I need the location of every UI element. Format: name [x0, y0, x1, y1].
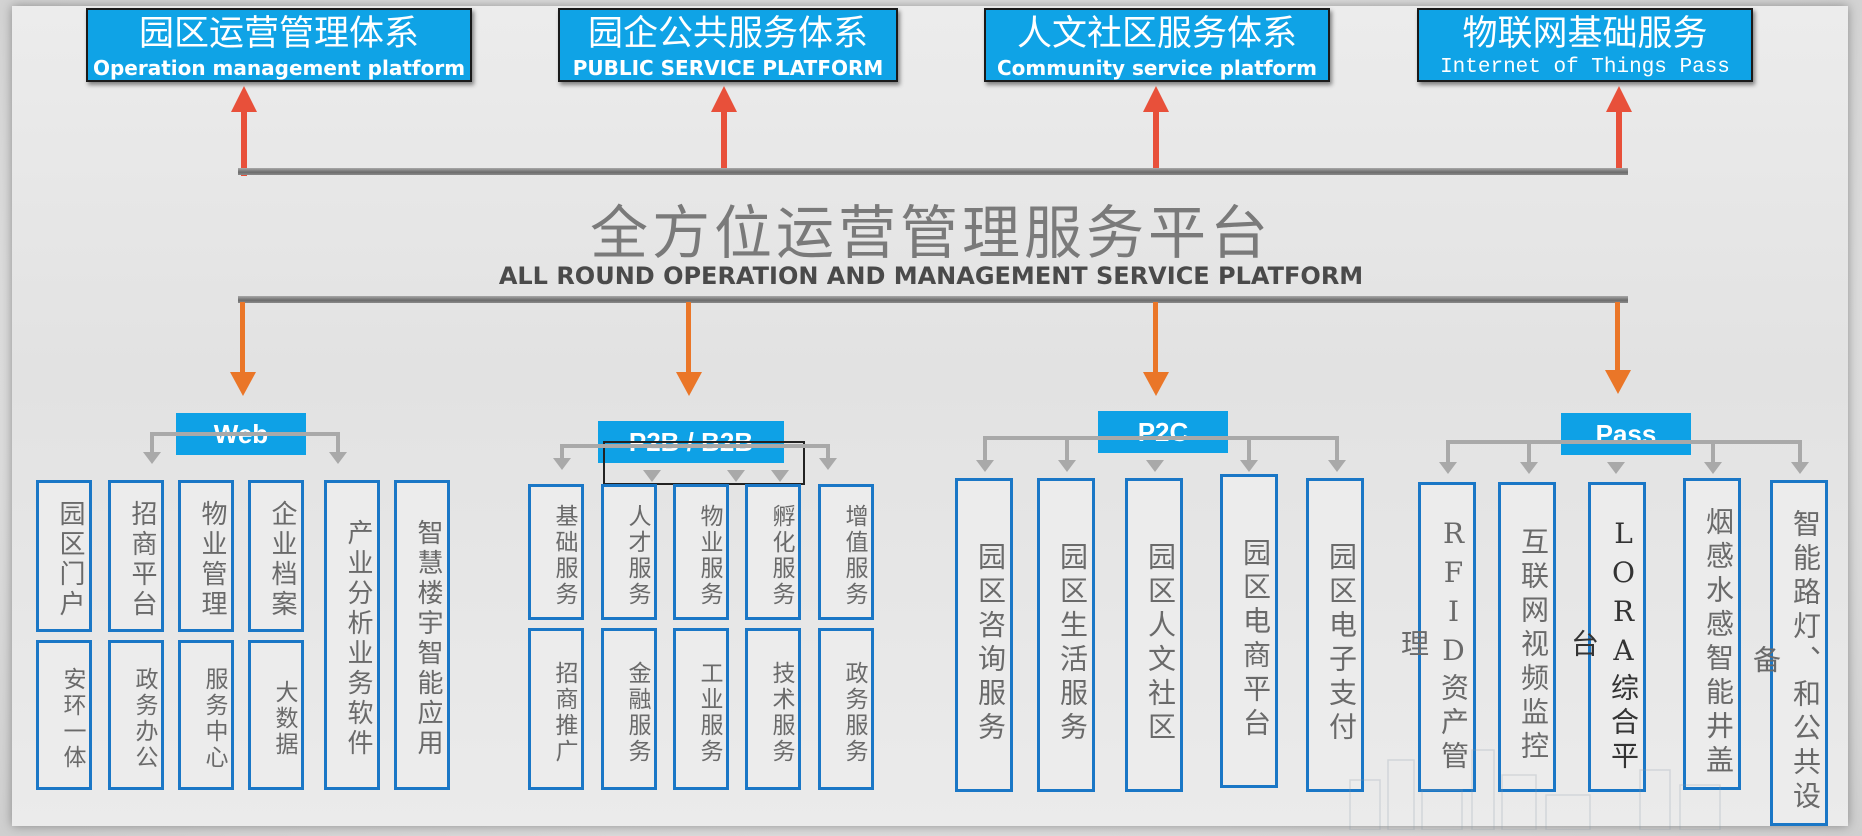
category-pass-label: Pass [1561, 413, 1691, 455]
web-item-bottom: 大数据 [248, 640, 304, 790]
web-item-top: 园区门户 [36, 480, 92, 632]
p2b-item-top: 增值服务 [818, 484, 874, 620]
bracket-pass [1446, 440, 1802, 444]
pass-item: 智能路灯、和公共设备 [1749, 480, 1828, 826]
platform-title: 全方位运营管理服务平台 [589, 199, 1272, 267]
p2b-item-top: 物业服务 [673, 484, 729, 620]
category-p2c-label: P2C [1098, 411, 1228, 453]
up-arrow-head [1143, 86, 1169, 112]
web-item-full: 产业分析业务软件 [324, 480, 380, 790]
top-system-cn: 物联网基础服务 [1462, 14, 1708, 54]
up-arrow-head [231, 86, 257, 112]
top-system-cn: 园企公共服务体系 [587, 14, 868, 54]
p2b-item-bottom: 金融服务 [601, 628, 657, 790]
p2c-item: 园区生活服务 [1037, 478, 1095, 792]
up-arrow-shaft [1616, 110, 1622, 172]
top-system-community: 人文社区服务体系 Community service platform [984, 8, 1330, 82]
p2b-item-bottom: 政务服务 [818, 628, 874, 790]
p2b-item-top: 孵化服务 [745, 484, 801, 620]
up-arrow-shaft [721, 110, 727, 170]
p2c-item: 园区电商平台 [1220, 474, 1278, 788]
web-item-bottom: 安环一体 [36, 640, 92, 790]
top-system-en: Community service platform [997, 56, 1317, 80]
pass-item: 互联网视频监控 [1498, 482, 1556, 792]
p2c-item: 园区咨询服务 [955, 478, 1013, 792]
p2b-item-top: 人才服务 [601, 484, 657, 620]
up-arrow-shaft [1153, 110, 1159, 172]
top-system-cn: 人文社区服务体系 [1016, 14, 1297, 54]
web-item-top: 企业档案 [248, 480, 304, 632]
down-arrow-shaft [1615, 302, 1620, 370]
lower-connector-bar [238, 296, 1628, 303]
down-arrow-shaft [1153, 302, 1158, 372]
down-arrow-head [230, 372, 256, 396]
up-arrow-head [1606, 86, 1632, 112]
down-arrow-shaft [686, 302, 691, 372]
pass-item: LORA综合平台 [1567, 482, 1646, 792]
web-item-bottom: 服务中心 [178, 640, 234, 790]
p2b-item-bottom: 工业服务 [673, 628, 729, 790]
web-item-top: 招商平台 [108, 480, 164, 632]
down-arrow-head [676, 372, 702, 396]
top-system-en: Operation management platform [92, 56, 466, 80]
bracket-web [150, 432, 340, 436]
top-system-en: Internet of Things Pass [1440, 56, 1730, 79]
p2c-item: 园区电子支付 [1306, 478, 1364, 792]
down-arrow-shaft [240, 302, 245, 372]
bracket-p2b [560, 444, 830, 448]
web-item-top: 物业管理 [178, 480, 234, 632]
web-item-bottom: 政务办公 [108, 640, 164, 790]
platform-subtitle: ALL ROUND OPERATION AND MANAGEMENT SERVI… [498, 262, 1364, 290]
top-system-iot: 物联网基础服务 Internet of Things Pass [1417, 8, 1753, 82]
p2b-item-top: 基础服务 [528, 484, 584, 620]
top-system-cn: 园区运营管理体系 [138, 14, 419, 54]
bracket-p2c [983, 436, 1339, 440]
p2b-item-bottom: 招商推广 [528, 628, 584, 790]
down-arrow-head [1605, 370, 1631, 394]
p2b-item-bottom: 技术服务 [745, 628, 801, 790]
upper-connector-bar [238, 168, 1628, 175]
city-skyline-icon [1349, 749, 1721, 830]
top-system-public-service: 园企公共服务体系 PUBLIC SERVICE PLATFORM [558, 8, 898, 82]
up-arrow-head [711, 86, 737, 112]
pass-item: 烟感水感智能井盖 [1683, 478, 1741, 790]
pass-item: RFID资产管理 [1397, 482, 1476, 792]
top-system-en: PUBLIC SERVICE PLATFORM [572, 56, 884, 80]
up-arrow-shaft [241, 110, 247, 176]
down-arrow-head [1143, 372, 1169, 396]
top-system-operation: 园区运营管理体系 Operation management platform [86, 8, 472, 82]
p2c-item: 园区人文社区 [1125, 478, 1183, 792]
web-item-full: 智慧楼宇智能应用 [394, 480, 450, 790]
